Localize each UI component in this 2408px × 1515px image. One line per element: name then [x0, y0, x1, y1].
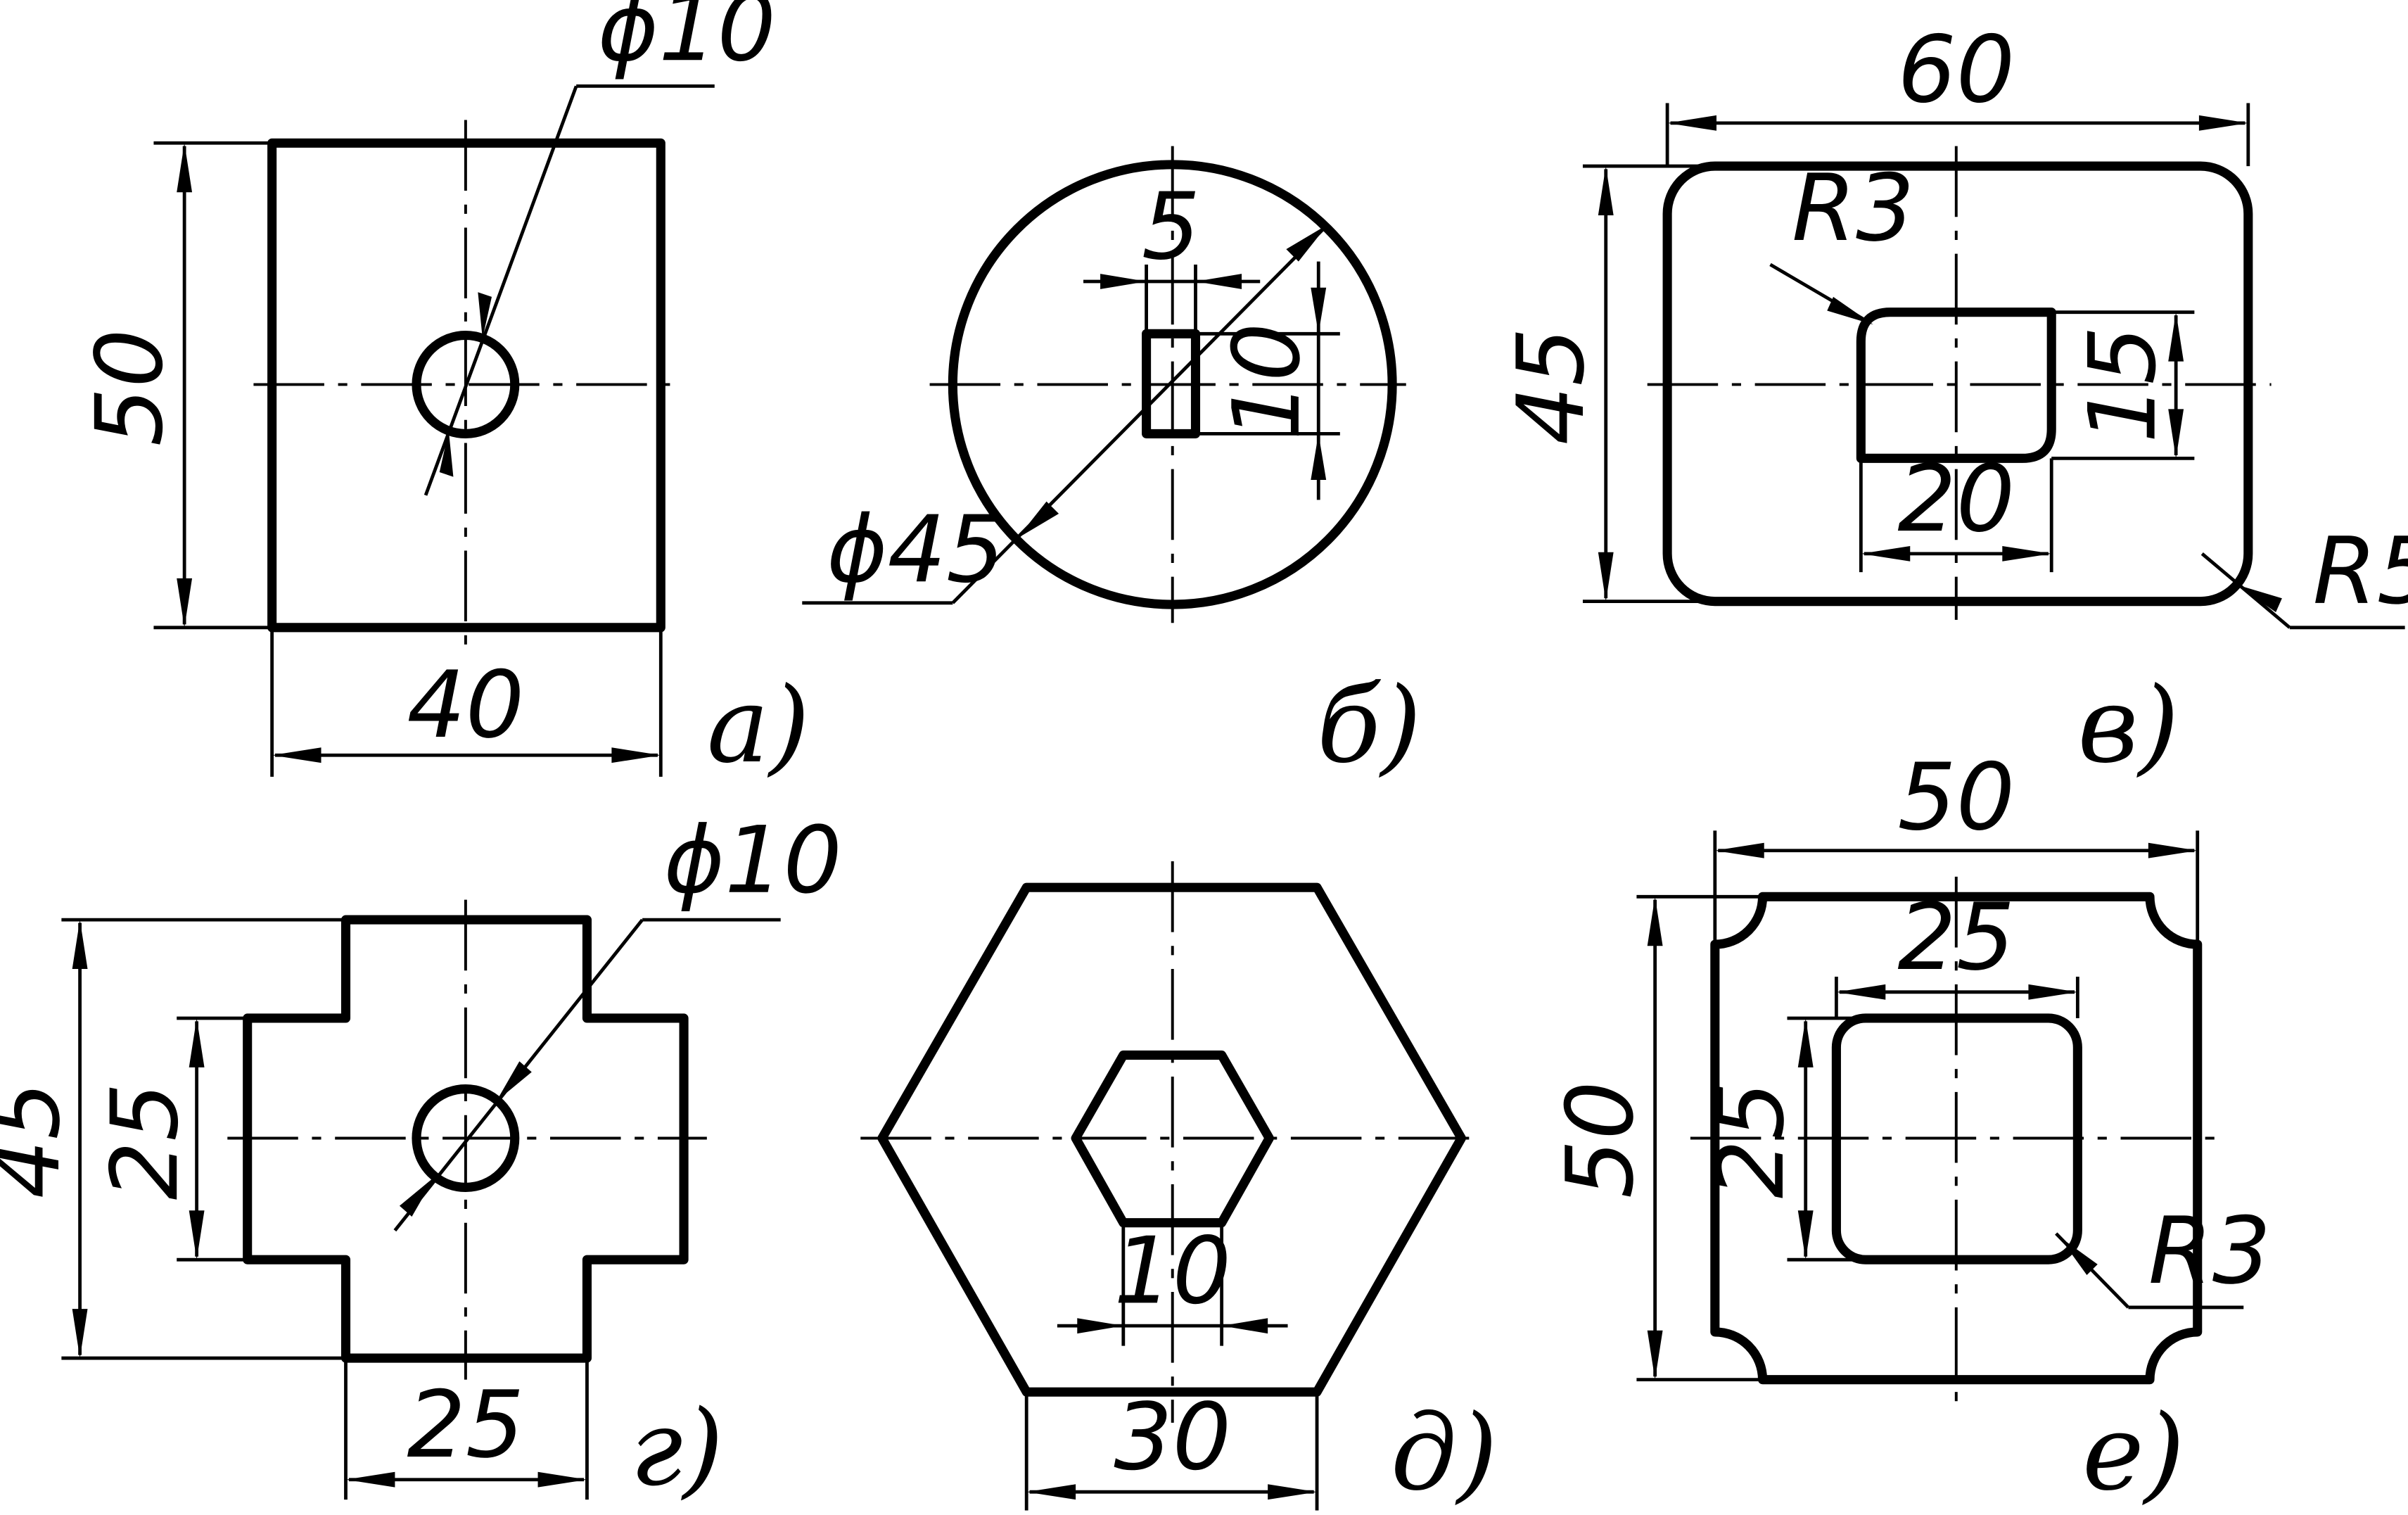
figure-b-arrow — [1017, 501, 1059, 539]
figure-v-arrow — [2168, 312, 2184, 362]
figure-g-label: г) — [630, 1388, 724, 1509]
figure-e-label: е) — [2082, 1393, 2185, 1514]
figure-a: 50 40 ϕ10 а) — [75, 0, 810, 787]
figure-g-arrow — [72, 1309, 88, 1359]
figure-e-dim-inner-width: 25 — [1897, 883, 2015, 991]
figure-a-label: а) — [707, 665, 810, 787]
figure-a-arrow — [177, 578, 193, 628]
figure-v-arrow — [1827, 296, 1873, 325]
figure-e-dim-width: 50 — [1897, 743, 2015, 851]
figure-b-arrow — [1311, 433, 1327, 480]
figure-v-arrow — [2236, 584, 2282, 612]
figure-v-arrow — [1861, 545, 1911, 562]
figure-v: 60 45 R3 15 20 R5 в) — [1497, 15, 2408, 787]
figure-g-dim-arm-width: 25 — [407, 1371, 525, 1478]
figure-d-arrow — [1077, 1318, 1123, 1334]
figure-d-dim-inner: 10 — [1114, 1217, 1231, 1324]
figure-e-arrow — [1647, 896, 1663, 946]
figure-g-hole — [412, 1084, 520, 1192]
figure-b-label: б) — [1317, 665, 1422, 787]
figure-v-dim-inner-radius: R3 — [1792, 154, 1914, 262]
figure-b-arrow — [1286, 224, 1328, 262]
figure-a-arrow — [177, 143, 193, 193]
figure-a-dim-height: 50 — [75, 329, 183, 446]
figure-v-window — [1856, 308, 2056, 463]
figure-e-arrow — [2059, 1236, 2098, 1276]
figure-g-arrow — [72, 920, 88, 970]
figure-v-dim-inner-width: 20 — [1897, 445, 2015, 552]
figure-v-arrow — [1598, 166, 1614, 216]
figure-d: 10 30 д) — [860, 861, 1498, 1514]
figure-a-arrow — [478, 292, 492, 338]
figure-d-arrow — [1026, 1484, 1076, 1500]
figure-b-leader — [951, 226, 1326, 604]
figure-v-label: в) — [2077, 665, 2179, 787]
figure-e-arrow — [1797, 1018, 1814, 1067]
figure-e-dim-inner-height: 25 — [1697, 1081, 1804, 1198]
figure-v-arrow — [1598, 552, 1614, 602]
figure-e-arrow — [1797, 1210, 1814, 1260]
figure-e-arrow — [1647, 1330, 1663, 1380]
figure-b-arrow — [1100, 274, 1147, 289]
figure-a-leader — [423, 85, 578, 496]
figure-b-arrow — [1311, 287, 1327, 334]
figure-v-dim-height: 45 — [1497, 327, 1605, 445]
figure-v-dim-outer-radius: R5 — [2313, 517, 2408, 625]
figure-e: 50 50 25 25 R3 е) — [1546, 743, 2271, 1514]
figure-g-arrow — [189, 1018, 205, 1067]
figure-a-arrow — [272, 747, 321, 763]
figure-g-arrow — [189, 1210, 205, 1260]
figure-g: 45 25 25 ϕ10 г) — [0, 806, 842, 1510]
figure-g-dim-height: 45 — [0, 1081, 80, 1198]
figure-e-outline — [1710, 892, 2203, 1385]
figure-e-dim-radius: R3 — [2148, 1197, 2271, 1305]
figure-g-dim-arm-height: 25 — [91, 1082, 198, 1200]
figure-d-arrow — [1268, 1484, 1318, 1500]
figure-v-arrow — [1667, 115, 1717, 131]
figure-a-dim-width: 40 — [407, 651, 525, 759]
figure-e-arrow — [1836, 984, 1886, 1000]
figure-d-arrow — [1221, 1318, 1268, 1334]
figure-a-arrow — [611, 747, 661, 763]
figure-b-arrow — [1195, 274, 1242, 289]
figure-a-arrow — [439, 431, 454, 477]
figure-g-arrow — [399, 1177, 435, 1217]
figure-d-dim-outer: 30 — [1114, 1383, 1231, 1490]
figure-v-arrow — [2198, 115, 2248, 131]
figure-v-dim-width: 60 — [1897, 15, 2015, 123]
figure-v-arrow — [2002, 545, 2052, 562]
figure-g-arrow — [496, 1061, 532, 1102]
figure-e-arrow — [2028, 984, 2078, 1000]
figure-e-arrow — [1714, 842, 1764, 858]
figure-b-dim-slot-width: 5 — [1142, 172, 1200, 280]
figure-v-dim-inner-height: 15 — [2069, 326, 2177, 443]
figure-e-dim-height: 50 — [1546, 1081, 1654, 1198]
figure-b-dim-diameter: ϕ45 — [827, 495, 1005, 603]
figure-g-arrow — [345, 1471, 395, 1488]
figure-b: 5 10 ϕ45 б) — [802, 146, 1422, 787]
figure-g-dim-hole: ϕ10 — [664, 806, 842, 914]
figure-v-arrow — [2168, 409, 2184, 459]
figure-a-dim-hole: ϕ10 — [598, 0, 776, 82]
figure-g-arrow — [537, 1471, 587, 1488]
figure-b-dim-slot-height: 10 — [1213, 323, 1320, 440]
figure-e-arrow — [2148, 842, 2198, 858]
figure-d-label: д) — [1391, 1393, 1498, 1514]
